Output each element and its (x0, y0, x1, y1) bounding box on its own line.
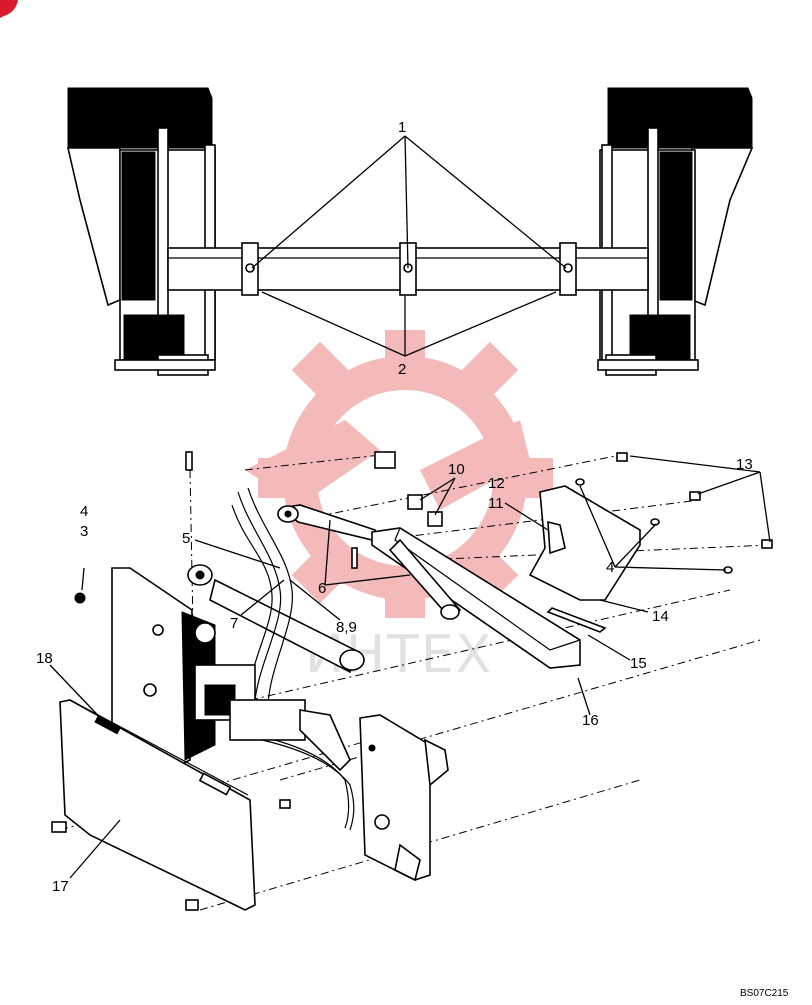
callout-5: 5 (182, 530, 190, 547)
drawing-code: BS07C215 (740, 988, 789, 999)
callout-2: 2 (398, 361, 406, 378)
bottom-shield (59, 699, 256, 911)
callout-14: 14 (652, 608, 669, 625)
callout-18: 18 (36, 650, 53, 667)
callout-7: 7 (230, 615, 238, 632)
callout-17: 17 (52, 878, 69, 895)
leaders-top (251, 135, 567, 357)
hardware-parts (51, 451, 773, 911)
corner-mark-icon (0, 0, 18, 18)
callout-8-9: 8,9 (336, 619, 357, 636)
top-frame-assembly (66, 87, 754, 376)
leaders-bottom (49, 455, 771, 879)
callout-3: 3 (80, 523, 88, 540)
right-bracket (359, 714, 449, 882)
support-bar (371, 527, 581, 669)
callout-labels: 1 2 4 3 5 6 7 8,9 10 11 12 13 4 14 15 16… (36, 119, 789, 999)
callout-11: 11 (488, 495, 504, 512)
callout-4-left: 4 (80, 503, 88, 520)
callout-16: 16 (582, 712, 599, 729)
hydraulic-cylinder (187, 564, 365, 674)
cover-plate (528, 485, 641, 633)
callout-1: 1 (398, 119, 406, 136)
callout-6: 6 (318, 580, 326, 597)
callout-4-right: 4 (606, 559, 614, 576)
callout-12: 12 (488, 475, 505, 492)
callout-13: 13 (736, 456, 753, 473)
callout-10: 10 (448, 461, 465, 478)
callout-15: 15 (630, 655, 647, 672)
